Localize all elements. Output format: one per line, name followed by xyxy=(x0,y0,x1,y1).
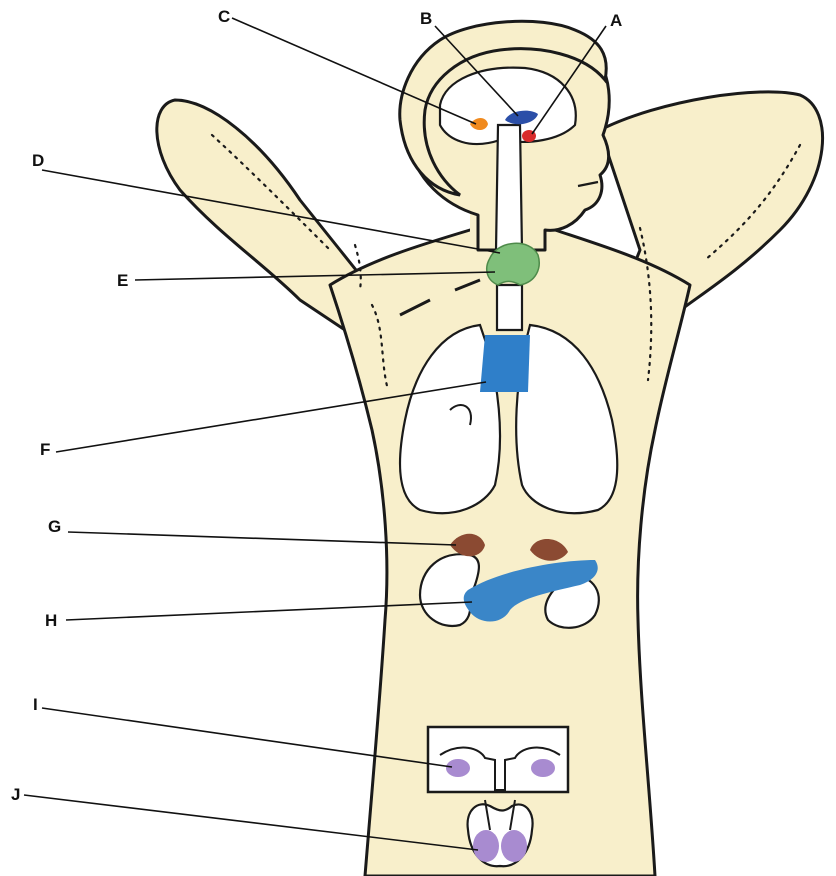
gland-j-right-testis xyxy=(501,830,527,862)
gland-f-thymus xyxy=(480,335,530,392)
body-silhouette xyxy=(157,21,823,876)
gland-i-left-ovary xyxy=(446,759,470,777)
spinal-column xyxy=(496,125,522,250)
label-j: J xyxy=(11,785,20,804)
label-b: B xyxy=(420,9,432,28)
label-f: F xyxy=(40,440,50,459)
gland-i-right-ovary xyxy=(531,759,555,777)
label-g: G xyxy=(48,517,61,536)
label-i: I xyxy=(33,695,38,714)
label-d: D xyxy=(32,151,44,170)
label-a: A xyxy=(610,11,622,30)
gland-j-left-testis xyxy=(473,830,499,862)
label-h: H xyxy=(45,611,57,630)
label-e: E xyxy=(117,271,128,290)
label-c: C xyxy=(218,7,230,26)
trachea xyxy=(497,285,522,330)
